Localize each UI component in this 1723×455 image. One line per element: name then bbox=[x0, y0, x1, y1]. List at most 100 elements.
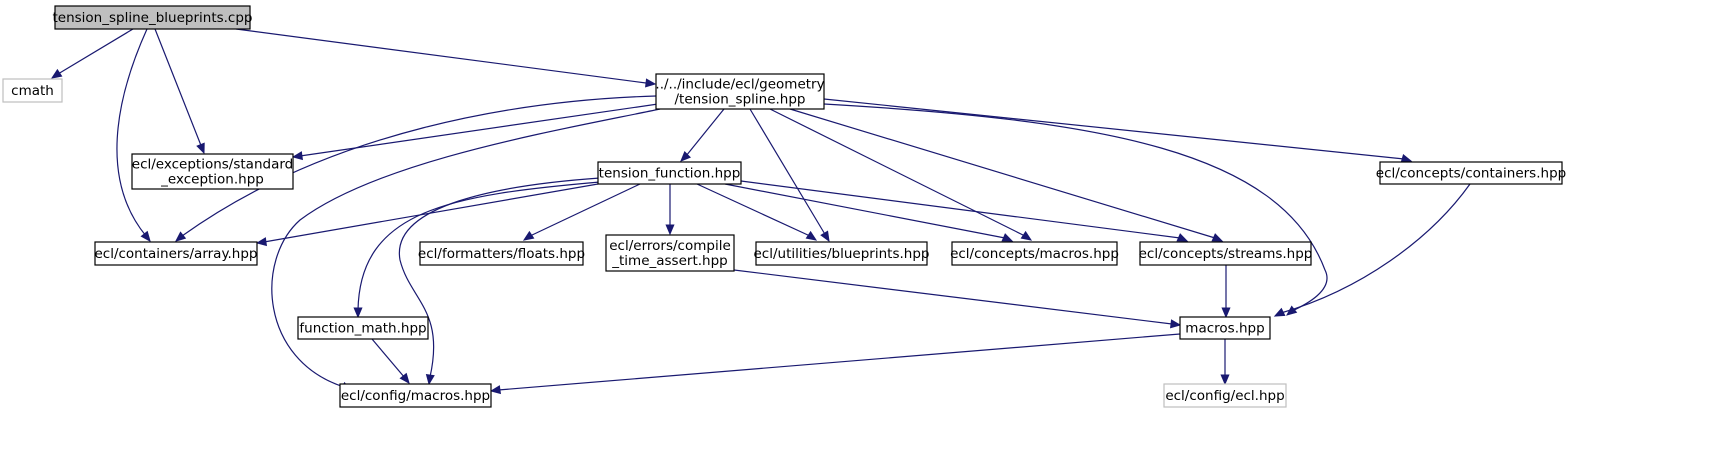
node-box bbox=[1179, 316, 1271, 340]
node-box bbox=[2, 78, 63, 103]
edge-tension-spline-blueprints-cpp-to-standard-exception-hpp bbox=[154, 28, 205, 155]
edge-tension-function-hpp-to-utilities-blueprints-hpp bbox=[696, 183, 818, 241]
arrowhead bbox=[805, 230, 818, 241]
node-cmath: cmath bbox=[2, 78, 63, 103]
edge-tension-spline-blueprints-cpp-to-cmath bbox=[50, 28, 134, 79]
arrowhead bbox=[1176, 233, 1189, 242]
edge-line bbox=[497, 333, 1181, 391]
node-utilities-blueprints-hpp[interactable]: ecl/utilities/blueprints.hpp bbox=[754, 241, 930, 266]
node-label: ecl/concepts/streams.hpp bbox=[1139, 246, 1313, 262]
edge-line bbox=[749, 108, 827, 237]
node-tension-spline-hpp[interactable]: ../../include/ecl/geometry/tension_splin… bbox=[655, 73, 825, 110]
edge-line bbox=[696, 183, 811, 237]
arrowhead bbox=[522, 230, 535, 241]
edge-line bbox=[116, 28, 148, 237]
node-label: ecl/concepts/containers.hpp bbox=[1376, 166, 1566, 182]
edge-line bbox=[299, 103, 659, 157]
node-box bbox=[131, 153, 294, 190]
node-box bbox=[297, 316, 429, 340]
node-label: ecl/utilities/blueprints.hpp bbox=[754, 246, 930, 262]
edge-line bbox=[181, 95, 657, 237]
node-label: macros.hpp bbox=[1185, 321, 1264, 337]
node-label: ecl/exceptions/standard bbox=[132, 157, 293, 173]
edges-layer bbox=[50, 28, 1471, 395]
node-label: function_math.hpp bbox=[299, 321, 426, 337]
node-label: ../../include/ecl/geometry bbox=[655, 77, 824, 93]
arrowhead bbox=[680, 151, 691, 162]
edge-line bbox=[154, 28, 203, 149]
node-label: tension_function.hpp bbox=[599, 166, 741, 182]
node-macros-hpp[interactable]: macros.hpp bbox=[1179, 316, 1271, 340]
edge-line bbox=[685, 108, 725, 157]
arrowhead bbox=[1020, 230, 1033, 241]
node-containers-array-hpp[interactable]: ecl/containers/array.hpp bbox=[94, 241, 258, 266]
edge-macros-hpp-to-config-macros-hpp bbox=[489, 333, 1181, 395]
node-label: ecl/config/macros.hpp bbox=[341, 388, 490, 404]
edge-function-math-hpp-to-config-macros-hpp bbox=[371, 338, 410, 385]
node-config-ecl-hpp: ecl/config/ecl.hpp bbox=[1163, 383, 1287, 408]
node-box bbox=[951, 241, 1118, 266]
node-box bbox=[755, 241, 928, 266]
node-formatters-floats-hpp[interactable]: ecl/formatters/floats.hpp bbox=[418, 241, 585, 266]
edge-tension-spline-blueprints-cpp-to-tension-spline-hpp bbox=[235, 28, 657, 88]
edge-tension-spline-blueprints-cpp-to-containers-array-hpp bbox=[116, 28, 151, 243]
edge-line bbox=[769, 108, 1026, 237]
edge-line bbox=[823, 98, 1405, 160]
node-box bbox=[605, 234, 735, 272]
node-label: tension_spline_blueprints.cpp bbox=[52, 10, 252, 26]
node-label: ecl/config/ecl.hpp bbox=[1165, 388, 1284, 404]
node-tension-function-hpp[interactable]: tension_function.hpp bbox=[597, 161, 742, 185]
node-compile-time-assert-hpp[interactable]: ecl/errors/compile_time_assert.hpp bbox=[605, 234, 735, 272]
arrowhead bbox=[645, 78, 657, 88]
arrowhead bbox=[1220, 374, 1230, 386]
node-box bbox=[94, 241, 258, 266]
arrowhead bbox=[353, 307, 363, 319]
edge-line bbox=[733, 269, 1173, 325]
node-concepts-containers-hpp[interactable]: ecl/concepts/containers.hpp bbox=[1376, 161, 1566, 185]
edge-tension-spline-hpp-to-utilities-blueprints-hpp bbox=[749, 108, 830, 243]
edge-tension-function-hpp-to-config-macros-hpp bbox=[398, 177, 601, 386]
node-concepts-macros-hpp[interactable]: ecl/concepts/macros.hpp bbox=[950, 241, 1119, 266]
arrowhead bbox=[1170, 319, 1182, 329]
edge-line bbox=[271, 108, 661, 388]
edge-tension-function-hpp-to-concepts-streams-hpp bbox=[740, 180, 1189, 242]
node-standard-exception-hpp[interactable]: ecl/exceptions/standard_exception.hpp bbox=[131, 153, 294, 190]
node-label: /tension_spline.hpp bbox=[674, 92, 805, 108]
edge-tension-spline-hpp-to-macros-hpp bbox=[823, 103, 1328, 316]
arrowhead bbox=[50, 68, 63, 79]
node-box bbox=[1163, 383, 1287, 408]
arrowhead bbox=[820, 230, 830, 243]
edge-concepts-streams-hpp-to-macros-hpp bbox=[1221, 265, 1231, 319]
node-box bbox=[655, 73, 825, 110]
node-function-math-hpp[interactable]: function_math.hpp bbox=[297, 316, 429, 340]
node-box bbox=[1139, 241, 1312, 266]
edge-tension-function-hpp-to-concepts-macros-hpp bbox=[724, 183, 1014, 242]
edge-tension-spline-hpp-to-concepts-streams-hpp bbox=[789, 108, 1224, 242]
edge-line bbox=[235, 28, 647, 84]
node-concepts-streams-hpp[interactable]: ecl/concepts/streams.hpp bbox=[1139, 241, 1313, 266]
edge-concepts-containers-hpp-to-macros-hpp bbox=[1273, 183, 1471, 317]
arrowhead bbox=[1273, 307, 1286, 317]
edge-line bbox=[398, 177, 601, 378]
arrowhead bbox=[175, 231, 187, 242]
edge-tension-spline-hpp-to-concepts-macros-hpp bbox=[769, 108, 1033, 241]
node-label: cmath bbox=[11, 83, 54, 99]
edge-line bbox=[1280, 183, 1471, 314]
arrowhead bbox=[140, 230, 151, 243]
node-box bbox=[1379, 161, 1563, 185]
edge-line bbox=[789, 108, 1216, 239]
node-tension-spline-blueprints-cpp[interactable]: tension_spline_blueprints.cpp bbox=[52, 5, 253, 30]
node-label: ecl/formatters/floats.hpp bbox=[418, 246, 585, 262]
node-label: ecl/errors/compile bbox=[609, 238, 731, 254]
node-box bbox=[419, 241, 584, 266]
arrowhead bbox=[1400, 154, 1413, 163]
node-config-macros-hpp[interactable]: ecl/config/macros.hpp bbox=[339, 383, 492, 408]
arrowhead bbox=[1211, 233, 1224, 242]
edge-compile-time-assert-hpp-to-macros-hpp bbox=[733, 269, 1182, 329]
arrowhead bbox=[255, 237, 267, 247]
edge-tension-spline-hpp-to-concepts-containers-hpp bbox=[823, 98, 1413, 163]
node-box bbox=[54, 5, 251, 30]
node-box bbox=[339, 383, 492, 408]
arrowhead bbox=[489, 385, 501, 395]
